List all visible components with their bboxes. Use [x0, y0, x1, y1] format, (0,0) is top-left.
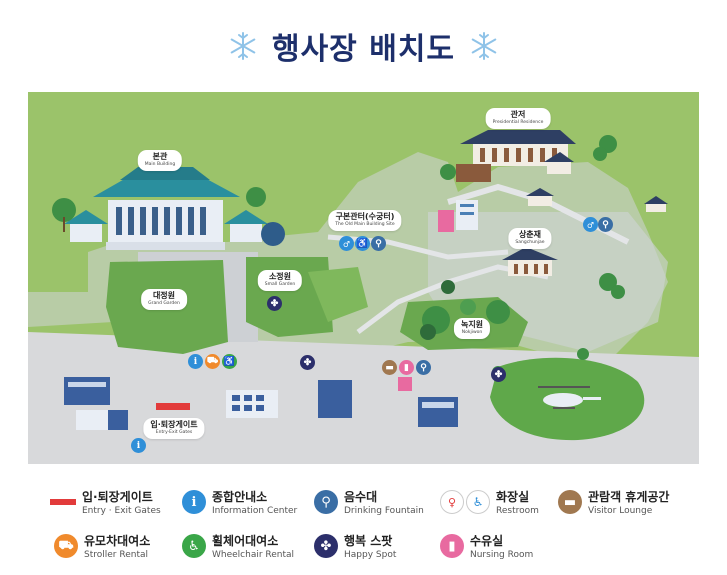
wheelchair-icon[interactable]: ♿ — [355, 236, 370, 251]
fountain-icon[interactable]: ⚲ — [416, 360, 431, 375]
restroom-icon[interactable]: ♂ — [339, 236, 354, 251]
residence-illustration — [440, 130, 617, 182]
map-artwork — [28, 130, 699, 464]
stroller-icon: ⛟ — [54, 534, 78, 558]
baby-bottle-icon[interactable]: ▮ — [399, 360, 414, 375]
pinwheel-icon[interactable]: ✤ — [300, 355, 315, 370]
label-entry-gates[interactable]: 입·퇴장게이트 Entry·Exit Gates — [143, 418, 205, 439]
label-main-building[interactable]: 본관 Main Building — [137, 150, 183, 171]
label-presidential-residence[interactable]: 관저 Presidential Residence — [485, 108, 551, 129]
title-bar: 행사장 배치도 — [0, 18, 727, 74]
restroom-icon: ♀ — [440, 490, 464, 514]
label-sangchunjae[interactable]: 상춘재 Sangchunjae — [508, 228, 552, 249]
fountain-icon: ⚲ — [314, 490, 338, 514]
venue-map[interactable]: 본관 Main Building 관저 Presidential Residen… — [28, 92, 699, 464]
main-building-illustration — [52, 167, 285, 250]
stroller-icon[interactable]: ⛟ — [205, 354, 220, 369]
snowflake-icon — [230, 32, 256, 60]
pinwheel-icon: ✤ — [314, 534, 338, 558]
entry-gate-bar — [156, 403, 190, 410]
fountain-icon[interactable]: ⚲ — [598, 217, 613, 232]
helicopter-illustration — [538, 386, 601, 409]
label-old-main-building[interactable]: 구본관터(수궁터) The Old Main Building Site — [328, 210, 402, 231]
baby-bottle-icon: ▮ — [440, 534, 464, 558]
sofa-icon[interactable]: ▬ — [382, 360, 397, 375]
gate-bar — [50, 499, 76, 505]
sofa-icon: ▬ — [558, 490, 582, 514]
restroom-icon[interactable]: ♂ — [583, 217, 598, 232]
label-grand-garden[interactable]: 대정원 Grand Garden — [141, 289, 187, 310]
pinwheel-icon[interactable]: ✤ — [267, 296, 282, 311]
wheelchair-icon: ♿ — [182, 534, 206, 558]
sangchunjae-illustration — [502, 247, 625, 299]
info-icon[interactable]: i — [131, 438, 146, 453]
info-icon[interactable]: i — [188, 354, 203, 369]
fountain-icon[interactable]: ⚲ — [371, 236, 386, 251]
info-icon: i — [182, 490, 206, 514]
label-small-garden[interactable]: 소정원 Small Garden — [257, 270, 303, 291]
label-nokjiwon[interactable]: 녹지원 Nokjiwon — [453, 318, 491, 339]
wheelchair-icon[interactable]: ♿ — [222, 354, 237, 369]
wheelchair-icon: ♿ — [466, 490, 490, 514]
page-title: 행사장 배치도 — [271, 32, 456, 67]
snowflake-icon — [471, 32, 497, 60]
pinwheel-icon[interactable]: ✤ — [491, 367, 506, 382]
